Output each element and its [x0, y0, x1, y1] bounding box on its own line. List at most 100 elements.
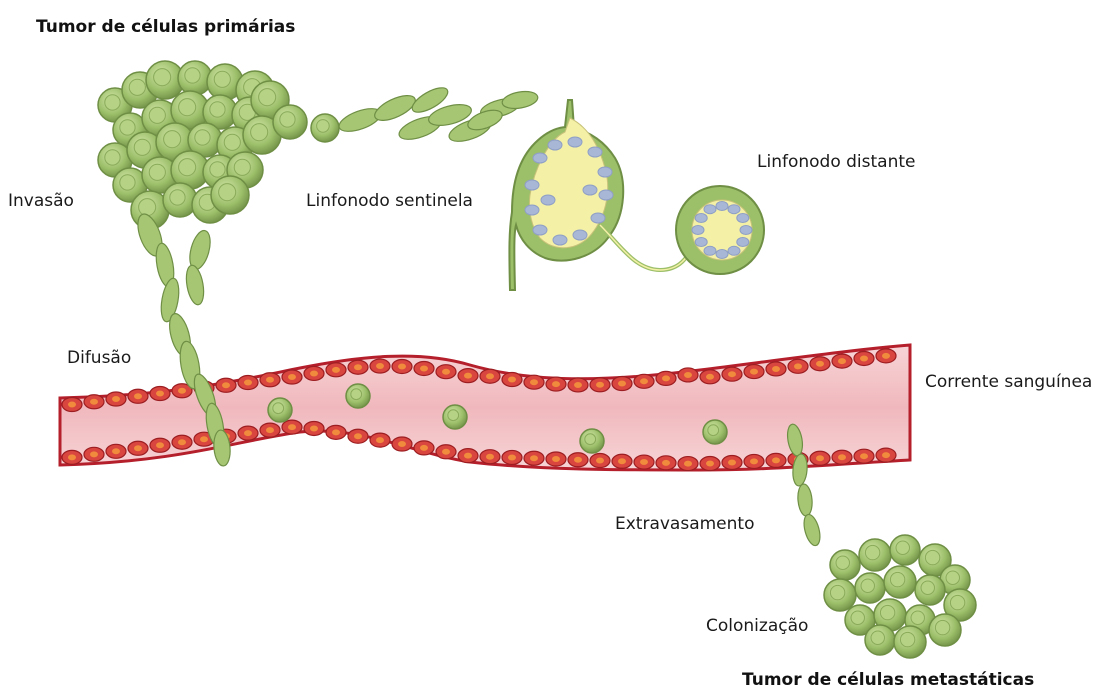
lymph-cell [716, 202, 728, 211]
red-blood-cell-center [178, 388, 186, 394]
lymph-cell [598, 167, 612, 177]
tumor-cell-nucleus [448, 410, 459, 421]
colonization-label: Colonização [706, 618, 808, 635]
tumor-cell-nucleus [896, 541, 910, 555]
red-blood-cell-center [662, 460, 670, 466]
red-blood-cell-center [530, 455, 538, 461]
red-blood-cell-center [288, 374, 296, 380]
tumor-cell-nucleus [280, 112, 295, 127]
metastatic-tumor-cluster [824, 535, 976, 658]
red-blood-cell-center [178, 439, 186, 445]
tumor-cell-nucleus [105, 95, 120, 110]
tumor-cell-nucleus [179, 159, 196, 176]
tumor-cell-nucleus [890, 572, 904, 586]
primary-tumor-cluster [98, 61, 307, 229]
tumor-cell-nucleus [273, 403, 284, 414]
lymph-cell [737, 214, 749, 223]
red-blood-cell-center [750, 458, 758, 464]
tumor-cell-nucleus [871, 631, 885, 645]
tumor-cell-nucleus [861, 579, 875, 593]
extravasation-label: Extravasamento [615, 516, 755, 533]
red-blood-cell-center [552, 381, 560, 387]
red-blood-cell-center [420, 445, 428, 451]
tumor-cell-nucleus [585, 434, 596, 445]
red-blood-cell-center [288, 424, 296, 430]
red-blood-cell-center [640, 459, 648, 465]
red-blood-cell-center [266, 427, 274, 433]
tumor-cell-nucleus [224, 134, 240, 150]
red-blood-cell-center [882, 452, 890, 458]
red-blood-cell-center [706, 461, 714, 467]
lymph-cell [583, 185, 597, 195]
red-blood-cell-center [860, 355, 868, 361]
tumor-cell-nucleus [170, 190, 185, 205]
red-blood-cell-center [354, 433, 362, 439]
tumor-cell-nucleus [179, 99, 196, 116]
lymph-cell [588, 147, 602, 157]
lymph-cell [704, 205, 716, 214]
lymph-cell [728, 205, 740, 214]
red-blood-cell-center [464, 453, 472, 459]
red-blood-cell-center [882, 353, 890, 359]
red-blood-cell-center [552, 456, 560, 462]
red-blood-cell-center [222, 382, 230, 388]
tumor-cell-nucleus [149, 164, 165, 180]
tumor-cell-nucleus [946, 571, 960, 585]
red-blood-cell-center [376, 437, 384, 443]
red-blood-cell-center [530, 379, 538, 385]
red-blood-cell-center [860, 453, 868, 459]
lymph-cell [541, 195, 555, 205]
lymph-cell [568, 137, 582, 147]
tumor-cell-nucleus [149, 107, 165, 123]
tumor-cell-nucleus [708, 425, 719, 436]
tumor-cell-nucleus [911, 611, 925, 625]
lymph-cell [533, 225, 547, 235]
tumor-cell-nucleus [234, 159, 250, 175]
red-blood-cell-center [442, 369, 450, 375]
red-blood-cell-center [662, 375, 670, 381]
red-blood-cell-center [508, 454, 516, 460]
tumor-cell-nucleus [105, 150, 120, 165]
tumor-cell-nucleus [139, 199, 156, 216]
red-blood-cell-center [156, 391, 164, 397]
red-blood-cell-center [574, 382, 582, 388]
tumor-cell-nucleus [214, 71, 230, 87]
red-blood-cell-center [728, 459, 736, 465]
red-blood-cell-center [486, 454, 494, 460]
lymphatic-migrating-cells [311, 83, 539, 146]
tumor-cell-nucleus [950, 595, 964, 609]
red-blood-cell-center [310, 425, 318, 431]
red-blood-cell-center [772, 366, 780, 372]
lymph-cell [704, 246, 716, 255]
red-blood-cell-center [134, 445, 142, 451]
red-blood-cell-center [244, 430, 252, 436]
red-blood-cell-center [112, 396, 120, 402]
migrating-cell [801, 513, 823, 548]
red-blood-cell-center [838, 454, 846, 460]
tumor-cell-nucleus [210, 162, 225, 177]
red-blood-cell-center [684, 461, 692, 467]
red-blood-cell-center [156, 442, 164, 448]
red-blood-cell-center [486, 373, 494, 379]
lymph-cell [599, 190, 613, 200]
tumor-cell-nucleus [164, 131, 181, 148]
red-blood-cell-center [244, 380, 252, 386]
red-blood-cell-center [68, 402, 76, 408]
red-blood-cell-center [134, 393, 142, 399]
red-blood-cell-center [508, 377, 516, 383]
sentinel-lymph-node [509, 100, 700, 290]
lymph-cell [533, 153, 547, 163]
sentinel-node-label: Linfonodo sentinela [306, 193, 473, 210]
tumor-cell-nucleus [351, 389, 362, 400]
migrating-cell [336, 104, 384, 136]
migrating-cell [184, 264, 207, 306]
red-blood-cell-center [442, 449, 450, 455]
lymph-cell [728, 246, 740, 255]
tumor-cell-nucleus [851, 611, 865, 625]
migrating-cell [501, 89, 539, 111]
red-blood-cell-center [596, 382, 604, 388]
distant-lymph-node [676, 186, 764, 274]
tumor-cell-nucleus [134, 139, 150, 155]
red-blood-cell-center [200, 436, 208, 442]
red-blood-cell-center [420, 365, 428, 371]
